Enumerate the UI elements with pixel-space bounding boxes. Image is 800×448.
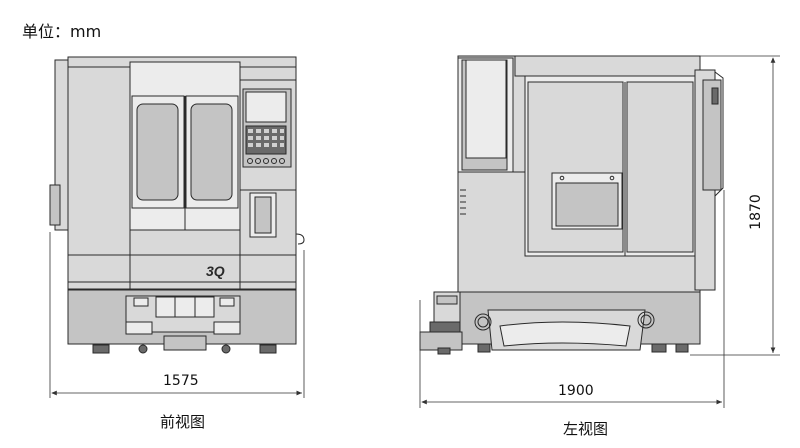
front-view-machine xyxy=(49,56,305,354)
left-height-dimension: 1870 xyxy=(747,194,764,230)
left-view-machine xyxy=(419,55,724,355)
left-view-caption: 左视图 xyxy=(563,420,609,438)
front-width-dimension-line xyxy=(49,232,305,398)
left-width-dimension-line xyxy=(419,190,725,408)
left-width-dimension: 1900 xyxy=(558,383,594,399)
front-logo: 3Q xyxy=(206,263,225,279)
front-width-dimension: 1575 xyxy=(163,373,199,389)
unit-label: 单位：mm xyxy=(22,22,102,41)
left-height-dimension-line xyxy=(690,55,780,356)
front-view-caption: 前视图 xyxy=(160,413,206,431)
